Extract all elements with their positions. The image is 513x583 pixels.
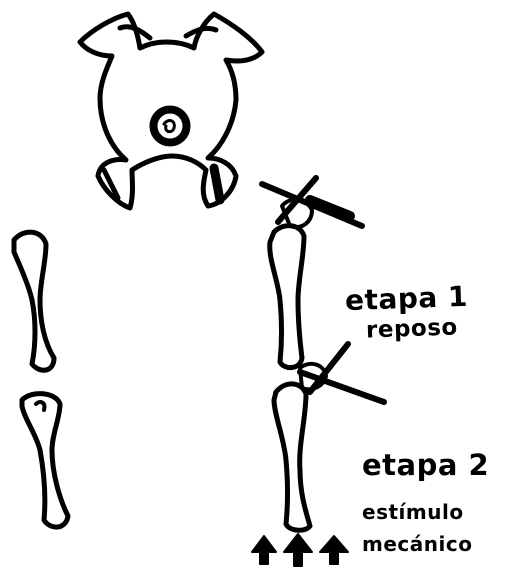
pelvis-skull-icon	[80, 14, 262, 208]
right-upper-bone	[270, 200, 312, 368]
up-arrow-icon	[284, 534, 312, 566]
left-upper-bone	[14, 232, 54, 370]
injection-icon	[300, 344, 384, 402]
stage2-title: etapa 2	[362, 448, 489, 482]
up-arrow-icon	[252, 536, 276, 564]
up-arrow-icon	[320, 536, 348, 564]
stage1-title: etapa 1	[344, 280, 468, 317]
stage1-subtitle: reposo	[366, 314, 459, 343]
stage2-subtitle-line2: mecánico	[362, 532, 472, 556]
stage2-subtitle-line1: estímulo	[362, 500, 464, 524]
left-lower-bone	[22, 394, 68, 527]
right-lower-bone	[274, 364, 326, 530]
